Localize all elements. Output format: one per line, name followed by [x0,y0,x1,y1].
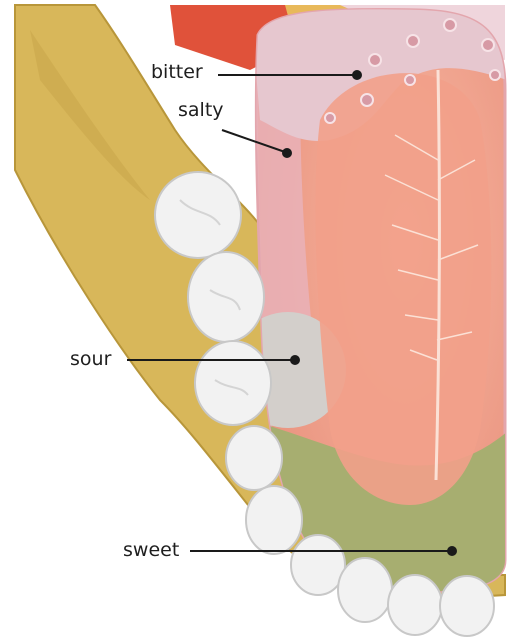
salty-label: salty [178,101,224,120]
salty-dot [283,149,291,157]
premolar-1 [195,341,271,425]
incisor-2 [338,558,392,622]
canine [246,486,302,554]
incisor-1 [291,535,345,595]
bitter-dot [353,71,361,79]
incisor-4 [440,576,494,636]
sour-label: sour [70,350,111,369]
sweet-label: sweet [123,541,179,560]
sour-dot [291,356,299,364]
bitter-label: bitter [151,63,203,82]
incisor-3 [388,575,442,635]
premolar-2 [226,426,282,490]
tongue-center [315,73,491,505]
molar-1 [155,172,241,258]
sweet-dot [448,547,456,555]
